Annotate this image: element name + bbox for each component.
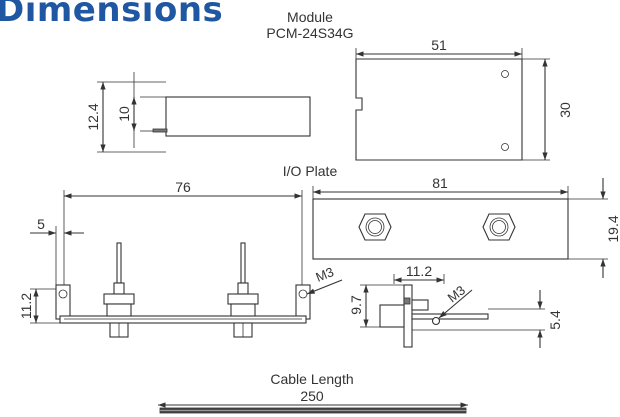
io-plate-left-hole bbox=[58, 289, 68, 299]
io-plate-connector bbox=[103, 242, 135, 338]
module-height-value: 30 bbox=[557, 102, 573, 118]
module-side-body bbox=[165, 96, 311, 137]
io-plate-label: I/O Plate bbox=[283, 163, 338, 179]
io-plate-face-connector bbox=[358, 213, 392, 241]
io-side-connector-body bbox=[379, 304, 405, 328]
cable-length: Cable Length 250 bbox=[158, 371, 468, 414]
io-side-width-value: 11.2 bbox=[406, 263, 432, 279]
io-plate-front-view: 76 5 bbox=[18, 179, 343, 338]
module-label-line2: PCM-24S34G bbox=[266, 25, 353, 41]
io-plate-face bbox=[312, 198, 569, 260]
module-side-connector bbox=[152, 128, 168, 133]
module-board-outline bbox=[355, 58, 523, 161]
io-plate-width-value: 81 bbox=[432, 175, 448, 191]
module-total-height-value: 12.4 bbox=[85, 103, 101, 130]
io-side-screw-label: M3 bbox=[445, 282, 468, 305]
io-plate-connector bbox=[227, 242, 259, 338]
io-plate-screw-left-label: M3 bbox=[314, 264, 336, 285]
io-side-screw-hole bbox=[431, 316, 441, 326]
io-plate-face-connector bbox=[482, 213, 516, 241]
module-width-value: 51 bbox=[431, 37, 447, 53]
dimensions-heading: Dimensions bbox=[0, 0, 224, 30]
io-side-height-b-value: 5.4 bbox=[547, 310, 563, 330]
io-plate-base bbox=[59, 315, 307, 324]
module-top-view: 51 30 bbox=[355, 37, 573, 161]
module-side-view: 12.4 10 bbox=[85, 72, 311, 153]
io-plate-height-value: 19.4 bbox=[605, 215, 620, 242]
io-plate-hole-height-value: 11.2 bbox=[18, 293, 34, 319]
io-side-height-a-value: 9.7 bbox=[348, 295, 364, 315]
cable-length-value: 250 bbox=[300, 388, 324, 404]
io-plate-side-view: 11.2 9.7 5.4 M3 bbox=[348, 263, 563, 348]
module-label-line1: Module bbox=[287, 9, 333, 25]
io-side-tab bbox=[411, 313, 489, 320]
module-mounting-hole bbox=[501, 143, 509, 151]
io-plate-offset-value: 5 bbox=[37, 216, 45, 232]
cable-length-label: Cable Length bbox=[270, 371, 353, 387]
io-plate-span-value: 76 bbox=[175, 179, 191, 195]
io-side-bracket bbox=[403, 284, 413, 348]
module-body-height-value: 10 bbox=[116, 106, 132, 122]
module-mounting-hole bbox=[501, 70, 509, 78]
io-plate-face-view: 81 19.4 bbox=[312, 175, 620, 278]
